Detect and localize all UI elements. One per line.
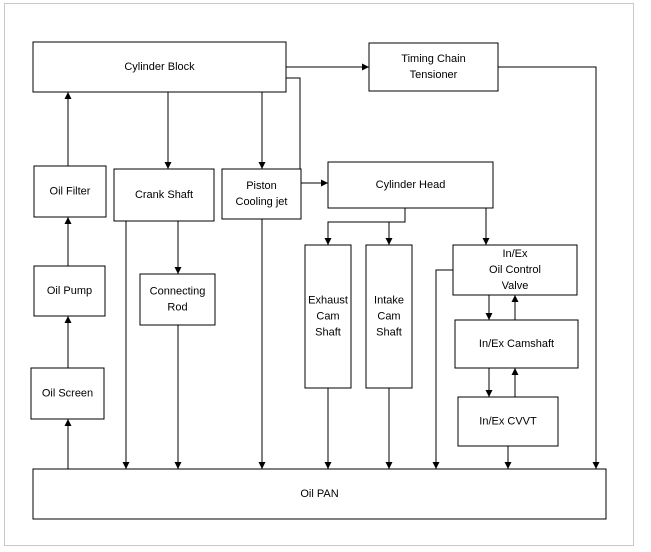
- oil-screen-box: [30, 367, 105, 420]
- exhaust-cam-shaft-label: Exhaust: [308, 295, 348, 307]
- flow-arrows: [64, 63, 600, 469]
- camshaft-box: [454, 319, 579, 369]
- camshaft-node: In/Ex Camshaft: [454, 319, 579, 369]
- cylinder-head-to-exhaust-cam-arrow: [324, 208, 406, 245]
- oil-filter-label: Oil Filter: [50, 186, 91, 198]
- cylinder-head-box: [327, 161, 494, 209]
- cylinder-block-label: Cylinder Block: [124, 61, 195, 73]
- connecting-rod-label: Rod: [167, 302, 187, 314]
- crank-shaft-label: Crank Shaft: [135, 189, 193, 201]
- crank-shaft-box: [113, 168, 215, 222]
- timing-chain-tensioner-label: Timing Chain: [401, 53, 465, 65]
- intake-cam-shaft-label: Shaft: [376, 327, 402, 339]
- oil-filter-node: Oil Filter: [33, 165, 107, 218]
- piston-cooling-jet-label: Cooling jet: [236, 196, 288, 208]
- exhaust-cam-shaft-label: Cam: [316, 311, 339, 323]
- piston-cooling-jet-box: [221, 168, 302, 220]
- intake-cam-shaft-label: Intake: [374, 295, 404, 307]
- crank-shaft-node: Crank Shaft: [113, 168, 215, 222]
- cylinder-block-to-cylinder-head-arrow: [286, 77, 328, 187]
- oil-screen-node: Oil Screen: [30, 367, 105, 420]
- connecting-rod-box: [139, 273, 216, 326]
- diagram-frame: [4, 3, 634, 546]
- tensioner-to-oil-pan-arrow: [498, 66, 600, 469]
- timing-chain-tensioner-label: Tensioner: [410, 69, 458, 81]
- oil-pump-box: [33, 265, 106, 317]
- oil-pump-node: Oil Pump: [33, 265, 106, 317]
- cylinder-block-box: [32, 41, 287, 93]
- intake-cam-shaft-label: Cam: [377, 311, 400, 323]
- oil-control-valve-label: Oil Control: [489, 264, 541, 276]
- oil-screen-label: Oil Screen: [42, 388, 93, 400]
- oil-control-valve-label: In/Ex: [502, 248, 528, 260]
- intake-cam-shaft-box: [365, 244, 413, 389]
- oil-pan-node: Oil PAN: [32, 468, 607, 520]
- timing-chain-tensioner-box: [368, 42, 499, 92]
- oil-control-valve-to-oil-pan-arrow: [432, 269, 453, 469]
- cylinder-head-node: Cylinder Head: [327, 161, 494, 209]
- oil-pan-box: [32, 468, 607, 520]
- cylinder-block-node: Cylinder Block: [32, 41, 287, 93]
- cylinder-head-label: Cylinder Head: [376, 179, 446, 191]
- exhaust-cam-shaft-box: [304, 244, 352, 389]
- cvvt-label: In/Ex CVVT: [479, 416, 537, 428]
- connecting-rod-label: Connecting: [150, 286, 206, 298]
- cvvt-box: [457, 396, 559, 447]
- oil-filter-box: [33, 165, 107, 218]
- oil-pump-label: Oil Pump: [47, 285, 92, 297]
- oil-pan-label: Oil PAN: [300, 488, 338, 500]
- camshaft-label: In/Ex Camshaft: [479, 338, 554, 350]
- exhaust-cam-shaft-label: Shaft: [315, 327, 341, 339]
- oil-control-valve-label: Valve: [502, 280, 529, 292]
- cvvt-node: In/Ex CVVT: [457, 396, 559, 447]
- oil-control-valve-box: [452, 244, 578, 296]
- piston-cooling-jet-label: Piston: [246, 180, 277, 192]
